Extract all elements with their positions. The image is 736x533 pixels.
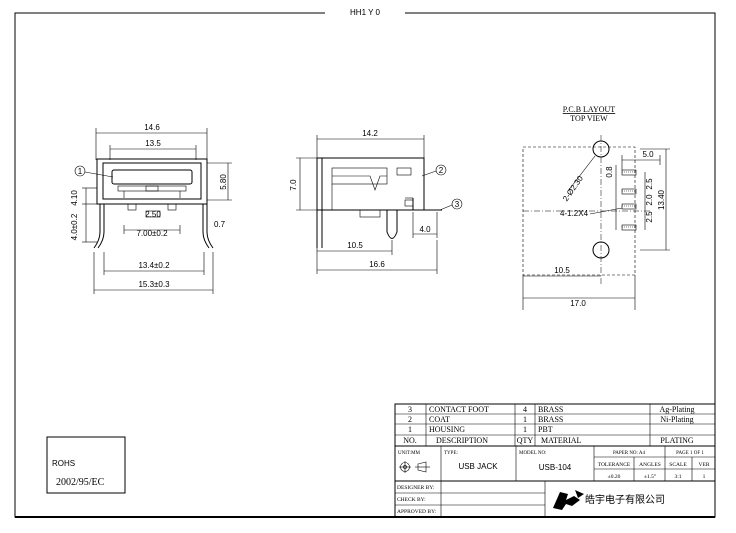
paper-label: PAPER NO: A4 — [613, 451, 646, 456]
pcb-dim-height: 13.40 — [657, 189, 666, 210]
rohs-directive: 2002/95/EC — [56, 477, 105, 488]
unit-label: UNIT:MM — [398, 451, 421, 456]
pcb-dim-width: 5.0 — [642, 150, 654, 159]
pcb-dim-mid: 10.5 — [554, 266, 570, 275]
pcb-dim-slot: 4-1.2X4 — [560, 209, 589, 218]
bom-cell-qty: 1 — [523, 415, 527, 424]
scale-label: SCALE — [669, 462, 687, 468]
front-view: 14.6 13.5 2.50 1 5.80 — [70, 123, 232, 294]
drawing-frame — [14, 12, 716, 518]
rohs-label: ROHS — [52, 459, 75, 468]
pcb-dim-pitch-b: 2.5 — [645, 178, 654, 190]
type-label: TYPE: — [444, 451, 458, 456]
pcb-dim-pitch-d: 2.5 — [645, 211, 654, 223]
bom-header-qty: QTY — [517, 436, 534, 445]
pcb-dim-bottom: 17.0 — [570, 299, 586, 308]
front-dim-bottom-inner: 13.4±0.2 — [138, 261, 170, 270]
company-name: 皓宇电子有限公司 — [585, 493, 665, 506]
ver-value: 1 — [703, 474, 706, 480]
front-dim-top-outer: 14.6 — [144, 123, 160, 132]
side-dim-pin-offset: 4.0 — [419, 225, 431, 234]
side-dim-height: 7.0 — [289, 179, 298, 191]
bom-cell-material: BRASS — [538, 405, 563, 414]
bom-header-no: NO. — [403, 436, 417, 445]
bom-cell-qty: 4 — [523, 405, 527, 414]
model-label: MODEL NO: — [519, 451, 546, 456]
projection-symbol-icon — [399, 461, 430, 473]
bom-cell-qty: 1 — [523, 425, 527, 434]
side-view: 14.2 7.0 2 3 4.0 10.5 — [289, 129, 463, 274]
front-dim-pin-small: 2.50 — [145, 210, 161, 219]
pcb-title: P.C.B LAYOUT — [563, 105, 615, 114]
pcb-layout-view: P.C.B LAYOUT TOP VIEW 2-Ø2.30 4-1.2X4 5.… — [522, 105, 670, 310]
front-dim-pin-pitch: 7.00±0.2 — [136, 229, 168, 238]
tolerance-label: TOLERANCE — [598, 462, 631, 468]
pcb-dim-hole: 2-Ø2.30 — [561, 174, 585, 203]
front-dim-height: 5.80 — [219, 174, 228, 190]
front-dim-top-inner: 13.5 — [145, 139, 161, 148]
check-label: CHECK BY: — [397, 497, 426, 503]
bom-header-material: MATERIAL — [541, 436, 582, 445]
side-dim-mid: 10.5 — [347, 241, 363, 250]
designer-label: DESIGNER BY: — [397, 485, 435, 491]
side-dim-bottom: 16.6 — [369, 260, 385, 269]
header-text: HH1 Y 0 — [350, 8, 380, 17]
bom-cell-no: 3 — [408, 405, 412, 414]
bom-cell-description: CONTACT FOOT — [429, 405, 489, 414]
front-balloon-1: 1 — [78, 167, 83, 176]
type-value: USB JACK — [458, 462, 498, 471]
scale-value: 3:1 — [674, 474, 681, 480]
bom-cell-plating: Ag-Plating — [659, 405, 694, 414]
bom-cell-material: PBT — [538, 425, 553, 434]
angles-label: ANGLES — [639, 462, 661, 468]
side-balloon-2: 2 — [439, 166, 444, 175]
bom-cell-plating: Ni-Plating — [660, 415, 693, 424]
bom-cell-no: 2 — [408, 415, 412, 424]
bom-cell-no: 1 — [408, 425, 412, 434]
side-balloon-3: 3 — [455, 200, 460, 209]
ver-label: VER — [699, 462, 710, 468]
page-label: PAGE 1 OF 1 — [676, 451, 704, 456]
pcb-dim-pitch-c: 2.0 — [645, 194, 654, 206]
rohs-box: ROHS 2002/95/EC — [46, 436, 126, 494]
front-dim-side-offset: 0.7 — [214, 220, 226, 229]
pcb-subtitle: TOP VIEW — [570, 114, 608, 123]
bom-header-plating: PLATING — [660, 436, 694, 445]
front-dim-left-lower: 4.0±0.2 — [70, 213, 79, 240]
angles-value: ±1.5° — [644, 473, 656, 480]
bom-cell-description: HOUSING — [429, 425, 465, 434]
bom-header-description: DESCRIPTION — [436, 436, 488, 445]
tolerance-value: ±0.20 — [608, 474, 621, 480]
side-dim-top: 14.2 — [362, 129, 378, 138]
front-dim-left-upper: 4.10 — [70, 190, 79, 206]
bom-cell-description: COAT — [429, 415, 450, 424]
pcb-dim-pitch-a: 0.8 — [605, 166, 614, 178]
bom-cell-material: BRASS — [538, 415, 563, 424]
front-dim-bottom-outer: 15.3±0.3 — [138, 280, 170, 289]
model-value: USB-104 — [539, 463, 572, 472]
approved-label: APPROVED BY: — [397, 509, 437, 515]
company-logo-icon — [553, 490, 584, 510]
